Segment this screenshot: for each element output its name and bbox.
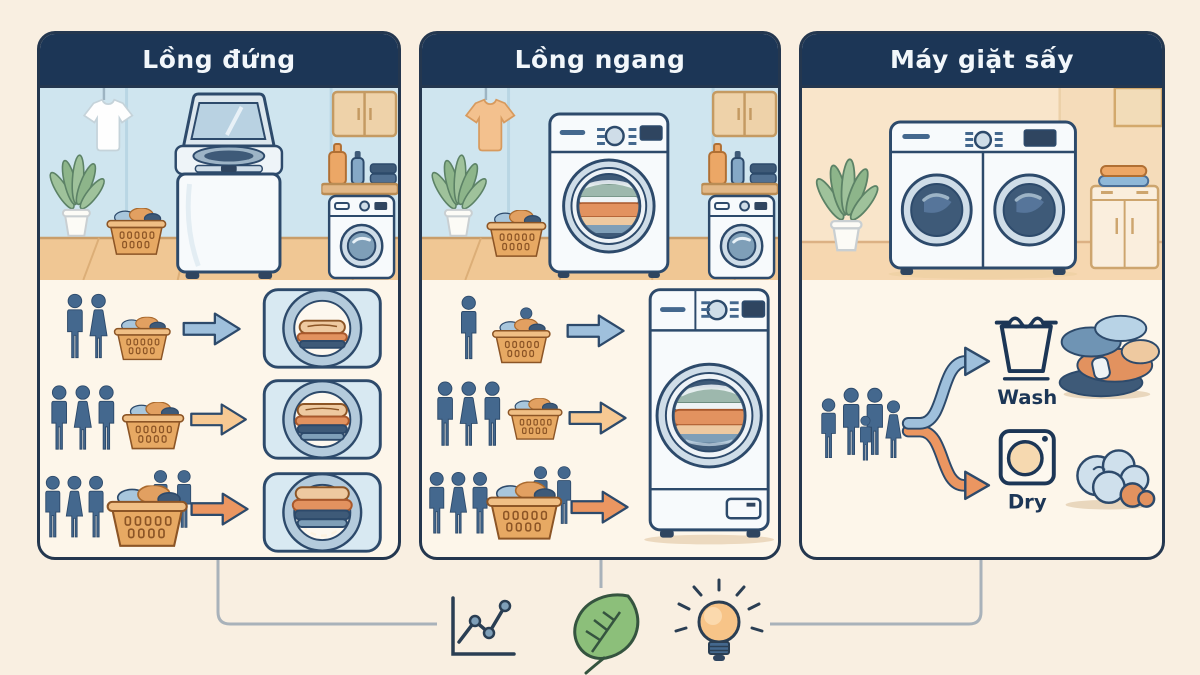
dry-label: Dry xyxy=(1008,491,1047,514)
capacity-row xyxy=(429,466,629,540)
wash-dry-diagram: Wash Dry xyxy=(821,314,1161,514)
shirt-icon xyxy=(465,88,516,152)
capacity-row xyxy=(460,295,625,364)
laundry-basket-icon xyxy=(121,402,185,450)
capacity-diagram-front-load xyxy=(429,288,775,545)
lightbulb-icon xyxy=(674,578,764,661)
panel-title: Máy giặt sấy xyxy=(889,45,1074,74)
wash-tub-icon xyxy=(994,316,1058,381)
cabinet-with-towels xyxy=(1089,165,1160,270)
scene-front-load xyxy=(422,88,778,280)
arrow-icon xyxy=(190,492,249,526)
dry-branch-arrow xyxy=(901,424,991,501)
dried-laundry-pile xyxy=(1065,449,1156,510)
panel-title: Lồng đứng xyxy=(142,45,296,74)
washed-clothes-pile xyxy=(1058,314,1161,400)
dry-circle-square-icon xyxy=(998,429,1056,486)
people-group xyxy=(437,381,501,446)
panel-header-washer-dryer: Máy giặt sấy xyxy=(802,34,1162,88)
scene-washer-dryer xyxy=(802,88,1162,280)
arrow-icon xyxy=(568,401,627,435)
panel-title: Lồng ngang xyxy=(514,45,686,74)
panel-washer-dryer: Máy giặt sấy xyxy=(799,31,1165,560)
scene-top-load xyxy=(40,88,398,280)
arrow-icon xyxy=(570,490,629,524)
washer-dryer-illustration xyxy=(888,120,1078,279)
front-load-washer-illustration xyxy=(644,288,775,545)
top-load-washer-illustration xyxy=(174,92,284,279)
laundry-basket-icon xyxy=(491,318,551,364)
capacity-row xyxy=(67,290,381,367)
laundry-basket-icon xyxy=(106,208,167,255)
folded-towel-orange xyxy=(1100,165,1148,177)
front-load-washer-illustration xyxy=(548,112,670,278)
drum-load-icon xyxy=(264,381,380,458)
side-counter-unit xyxy=(321,92,398,278)
laundry-basket-icon xyxy=(486,210,547,257)
side-counter-unit xyxy=(701,92,778,278)
panel-header-front-load: Lồng ngang xyxy=(422,34,778,88)
leaf-icon xyxy=(573,593,640,675)
arrow-icon xyxy=(182,312,241,346)
people-group xyxy=(67,293,108,359)
wash-label: Wash xyxy=(997,386,1057,409)
laundry-basket-icon xyxy=(507,398,563,440)
line-chart-icon xyxy=(451,596,516,656)
panel-top-load: Lồng đứng xyxy=(37,31,401,560)
panel-front-load: Lồng ngang xyxy=(419,31,781,560)
connector-lines xyxy=(216,560,983,626)
laundry-basket-icon xyxy=(113,316,171,361)
capacity-row xyxy=(437,381,627,446)
laundry-basket-icon xyxy=(486,481,563,540)
arrow-icon xyxy=(566,314,625,348)
capacity-diagram-top-load xyxy=(45,280,398,557)
panel-header-top-load: Lồng đứng xyxy=(40,34,398,88)
shirt-icon xyxy=(83,88,134,152)
capacity-row xyxy=(51,381,380,458)
wash-branch-arrow xyxy=(901,346,991,430)
family-group xyxy=(821,387,902,461)
drum-load-icon xyxy=(264,474,380,551)
wall-cabinet xyxy=(1113,88,1162,128)
drum-load-icon xyxy=(264,290,380,367)
footer-connector-area xyxy=(216,560,983,675)
people-group xyxy=(51,385,115,450)
capacity-row xyxy=(45,470,381,551)
arrow-icon xyxy=(190,403,247,436)
folded-towel-blue xyxy=(1098,175,1150,187)
laundry-basket-icon xyxy=(106,485,188,547)
